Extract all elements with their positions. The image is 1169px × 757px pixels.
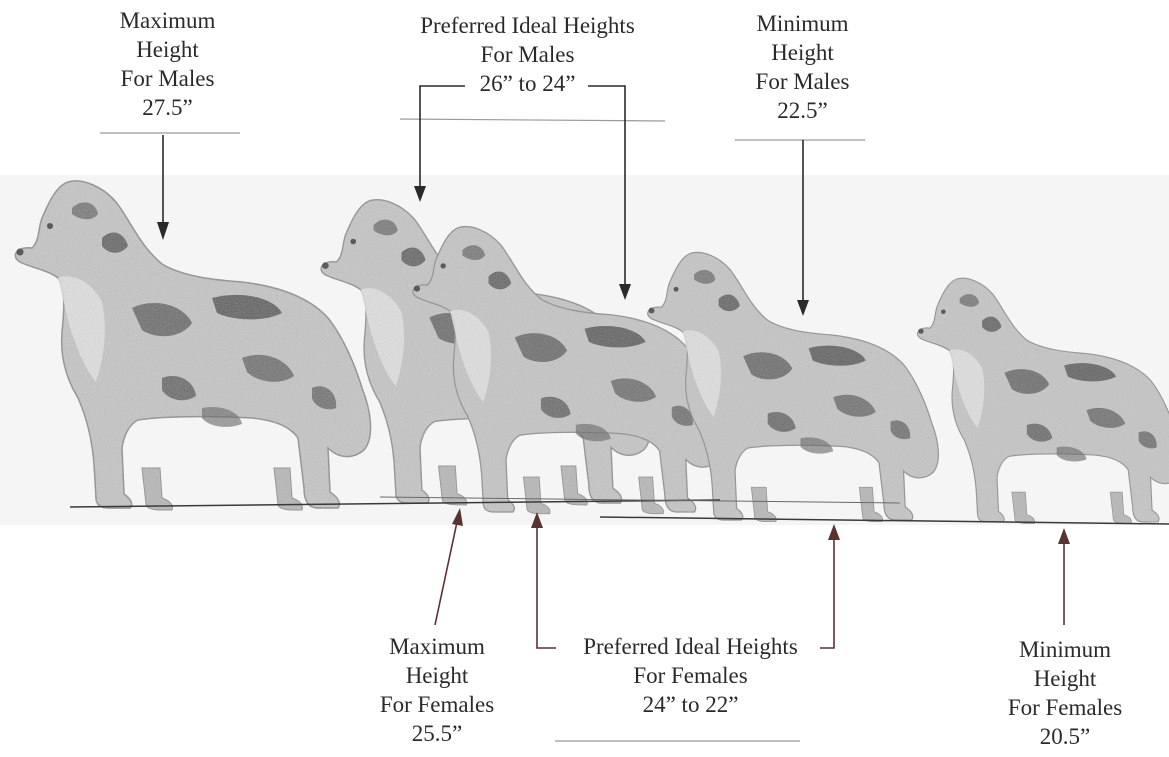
label-ideal-female-l3: 24” to 22”: [548, 690, 833, 719]
label-min-female-l3: For Females: [985, 693, 1145, 722]
label-max-female: Maximum Height For Females 25.5”: [352, 632, 522, 748]
label-ideal-male-l1: Preferred Ideal Heights: [385, 11, 670, 40]
label-max-female-l4: 25.5”: [352, 719, 522, 748]
label-min-female-l1: Minimum: [985, 635, 1145, 664]
label-ideal-female: Preferred Ideal Heights For Females 24” …: [548, 632, 833, 719]
label-max-female-l3: For Females: [352, 690, 522, 719]
label-max-male-l3: For Males: [85, 64, 250, 93]
label-max-male: Maximum Height For Males 27.5”: [85, 6, 250, 122]
label-ideal-female-l1: Preferred Ideal Heights: [548, 632, 833, 661]
label-min-male: Minimum Height For Males 22.5”: [720, 9, 885, 125]
label-ideal-male-l2: For Males: [385, 40, 670, 69]
label-max-female-l2: Height: [352, 661, 522, 690]
label-min-female: Minimum Height For Females 20.5”: [985, 635, 1145, 751]
label-min-female-l4: 20.5”: [985, 722, 1145, 751]
label-min-male-l2: Height: [720, 38, 885, 67]
label-min-male-l1: Minimum: [720, 9, 885, 38]
label-ideal-male: Preferred Ideal Heights For Males 26” to…: [385, 11, 670, 98]
label-ideal-female-l2: For Females: [548, 661, 833, 690]
label-ideal-male-l3: 26” to 24”: [385, 69, 670, 98]
label-min-male-l3: For Males: [720, 67, 885, 96]
label-max-male-l4: 27.5”: [85, 93, 250, 122]
label-min-male-l4: 22.5”: [720, 96, 885, 125]
label-min-female-l2: Height: [985, 664, 1145, 693]
label-max-male-l1: Maximum: [85, 6, 250, 35]
label-max-female-l1: Maximum: [352, 632, 522, 661]
label-max-male-l2: Height: [85, 35, 250, 64]
